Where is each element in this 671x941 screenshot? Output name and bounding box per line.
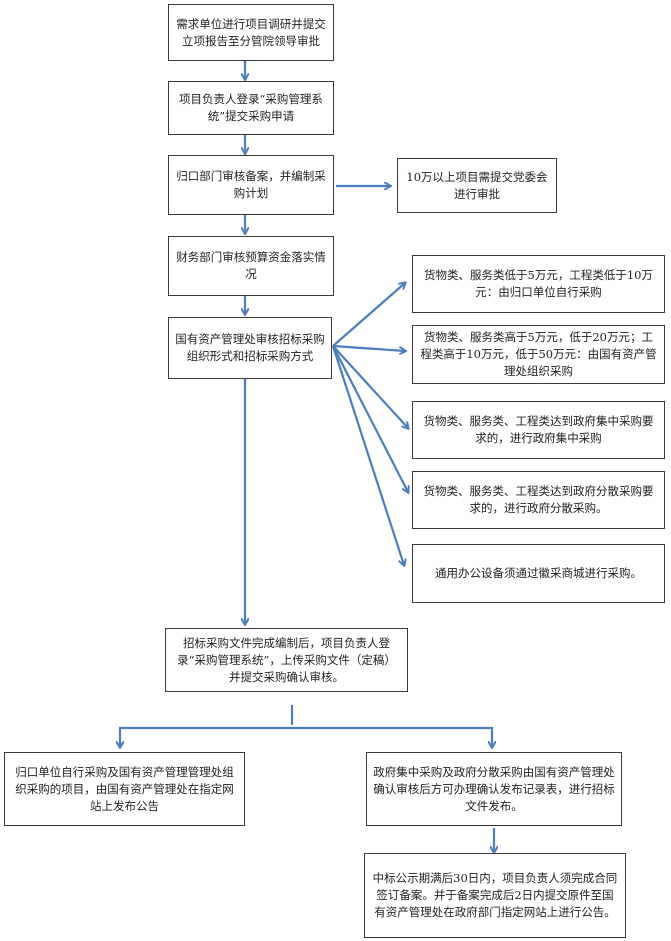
node-finance-budget-check: 财务部门审核预算资金落实情况 <box>168 236 334 296</box>
arrow-n5-r3 <box>332 345 408 428</box>
rule-self-purchase: 货物类、服务类低于5万元，工程类低于10万元：由归口单位自行采购 <box>412 255 665 313</box>
rule-gov-decentralized: 货物类、服务类、工程类达到政府分散采购要求的，进行政府分散采购。 <box>412 471 665 529</box>
node-project-research: 需求单位进行项目调研并提交立项报告至分管院领导审批 <box>168 4 334 61</box>
arrow-n5-r4 <box>332 345 408 492</box>
arrow-n5-r2 <box>332 344 405 351</box>
arrow-split-n7a <box>120 726 492 747</box>
rule-gov-centralized: 货物类、服务类、工程类达到政府集中采购要求的，进行政府集中采购 <box>412 401 665 459</box>
node-upload-procurement-docs: 招标采购文件完成编制后，项目负责人登录“采购管理系统”，上传采购文件（定稿）并提… <box>165 628 408 692</box>
rule-asset-office-purchase: 货物类、服务类高于5万元，低于20万元；工程类高于10万元，低于50万元：由国有… <box>412 325 665 384</box>
node-publish-announcement-self: 归口单位自行采购及国有资产管理管理处组织采购的项目，由国有资产管理处在指定网站上… <box>4 752 245 826</box>
arrow-n5-r5 <box>331 345 404 565</box>
node-publish-tender-gov: 政府集中采购及政府分散采购由国有资产管理处确认审核后方可办理确认发布记录表，进行… <box>366 752 622 826</box>
node-submit-purchase-request: 项目负责人登录“采购管理系统”提交采购申请 <box>168 81 334 135</box>
node-dept-review-plan: 归口部门审核备案，并编制采购计划 <box>168 155 334 215</box>
node-contract-filing: 中标公示期满后30日内，项目负责人须完成合同签订备案。并于备案完成后2日内提交原… <box>364 853 626 938</box>
arrow-n5-r1 <box>332 283 405 347</box>
rule-office-equipment: 通用办公设备须通过徽采商城进行采购。 <box>412 544 665 603</box>
node-party-committee-approval: 10万以上项目需提交党委会进行审批 <box>397 158 557 213</box>
node-asset-office-review: 国有资产管理处审核招标采购组织形式和招标采购方式 <box>168 317 332 379</box>
